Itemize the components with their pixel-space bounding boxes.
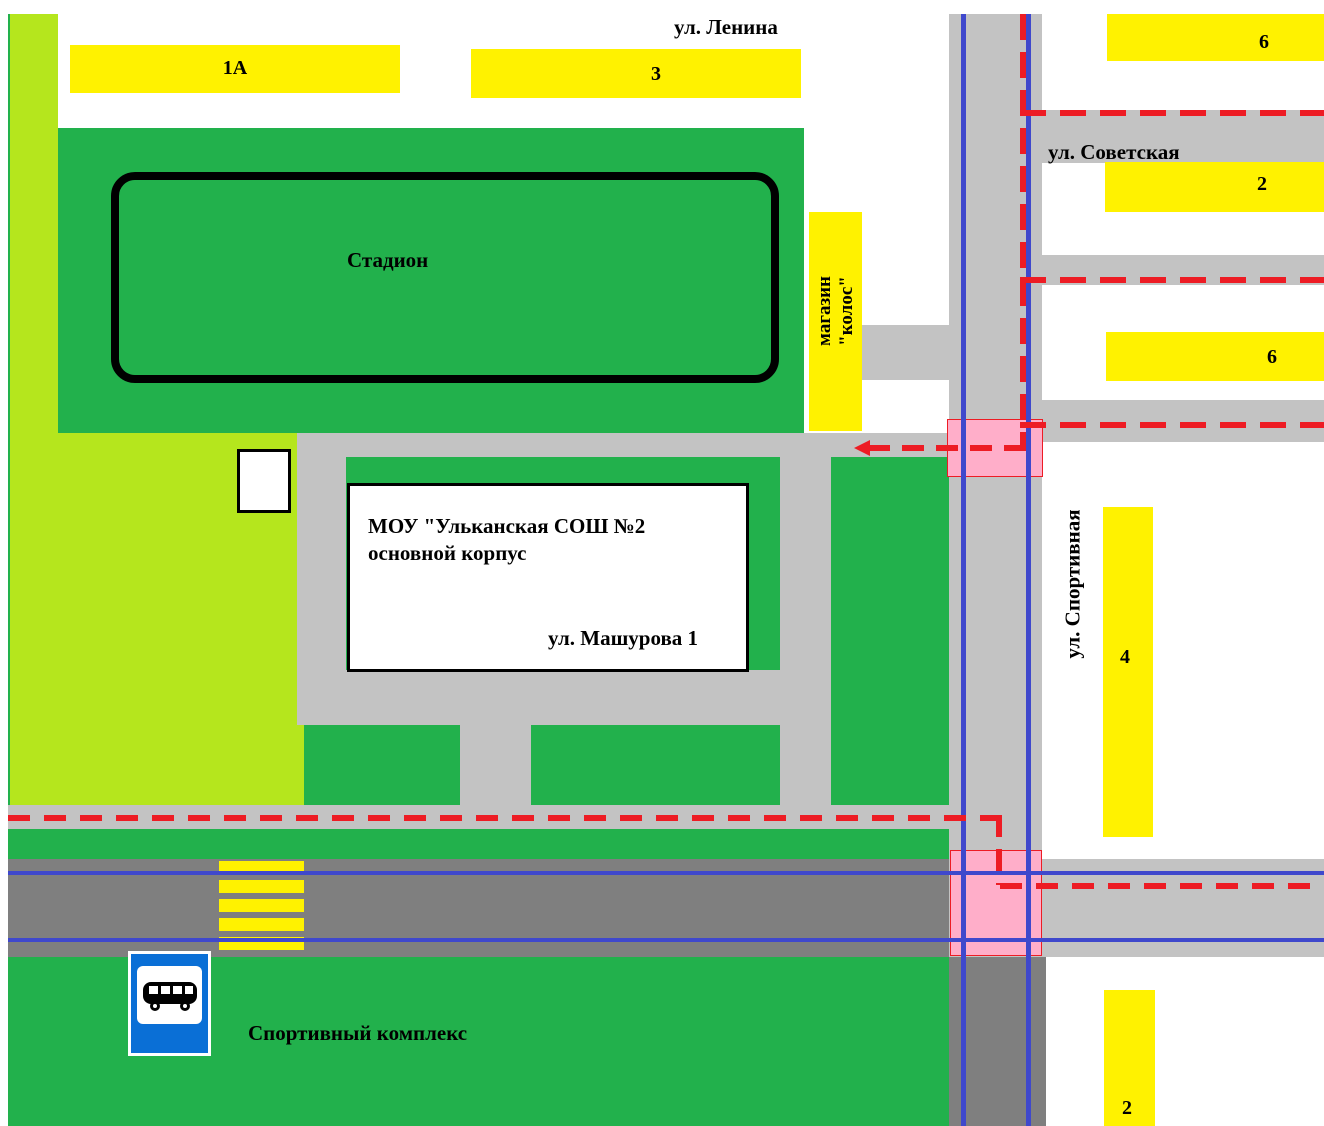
building-6-mid bbox=[1106, 332, 1324, 381]
stadium-track bbox=[111, 172, 779, 383]
building-label-6-mid: 6 bbox=[1267, 346, 1277, 368]
shop-path bbox=[862, 325, 949, 380]
route-vertical-right bbox=[1020, 14, 1026, 446]
shop-kolos bbox=[809, 212, 862, 431]
school-label-line2: основной корпус bbox=[368, 541, 527, 565]
building-label-1a: 1А bbox=[222, 57, 248, 79]
bus-icon bbox=[143, 982, 197, 1011]
blue-line-horizontal-2 bbox=[8, 938, 1324, 942]
building-label-6-top: 6 bbox=[1259, 31, 1269, 53]
street-label-sportivnaya: ул. Спортивная bbox=[1060, 509, 1085, 659]
left-border-line bbox=[8, 14, 10, 814]
street-label-lenina: ул. Ленина bbox=[674, 15, 778, 39]
side-street-low bbox=[1042, 400, 1324, 442]
blue-line-horizontal-1 bbox=[8, 871, 1324, 875]
path-gap-left bbox=[460, 725, 531, 805]
route-low-street bbox=[1020, 422, 1324, 428]
school-address: ул. Машурова 1 bbox=[548, 626, 699, 650]
street-label-sovetskaya: ул. Советская bbox=[1048, 140, 1180, 164]
shop-label: магазин "колос" bbox=[814, 276, 858, 346]
green-verge bbox=[8, 829, 949, 859]
building-2-bottom bbox=[1104, 990, 1155, 1126]
building-3 bbox=[471, 49, 801, 98]
path-gap-mid bbox=[780, 457, 831, 805]
sports-complex-label: Спортивный комплекс bbox=[248, 1021, 468, 1045]
building-6-top bbox=[1107, 14, 1324, 61]
building-label-2-top: 2 bbox=[1257, 173, 1267, 195]
blue-line-vertical-2 bbox=[1026, 14, 1031, 1126]
blue-line-vertical-1 bbox=[961, 14, 966, 1126]
green-plot-right bbox=[831, 457, 949, 805]
route-to-school bbox=[866, 445, 1026, 451]
green-plot-lower-mid bbox=[531, 725, 780, 805]
stadium-label: Стадион bbox=[347, 248, 429, 272]
shop-label-line1: магазин bbox=[814, 276, 836, 346]
small-building bbox=[237, 449, 291, 513]
shop-label-line2: "колос" bbox=[836, 276, 857, 346]
route-down bbox=[996, 815, 1002, 885]
route-sovetskaya bbox=[1020, 110, 1324, 116]
route-mid-street bbox=[1020, 277, 1324, 283]
school-building bbox=[347, 483, 749, 672]
building-1a bbox=[70, 45, 400, 93]
green-plot-lower-left bbox=[304, 725, 460, 805]
bus-stop-sign bbox=[128, 951, 211, 1056]
route-sidewalk bbox=[8, 815, 1000, 821]
building-label-2-bottom: 2 bbox=[1122, 1097, 1132, 1119]
route-arrow-icon bbox=[854, 440, 870, 456]
route-bottom-right bbox=[1000, 883, 1324, 889]
building-2-top bbox=[1105, 162, 1324, 212]
sovetskaya-street bbox=[1042, 110, 1324, 163]
school-label-line1: МОУ "Ульканская СОШ №2 bbox=[368, 514, 646, 538]
building-label-3: 3 bbox=[651, 63, 661, 85]
building-label-4: 4 bbox=[1120, 646, 1130, 668]
building-4 bbox=[1103, 507, 1153, 837]
